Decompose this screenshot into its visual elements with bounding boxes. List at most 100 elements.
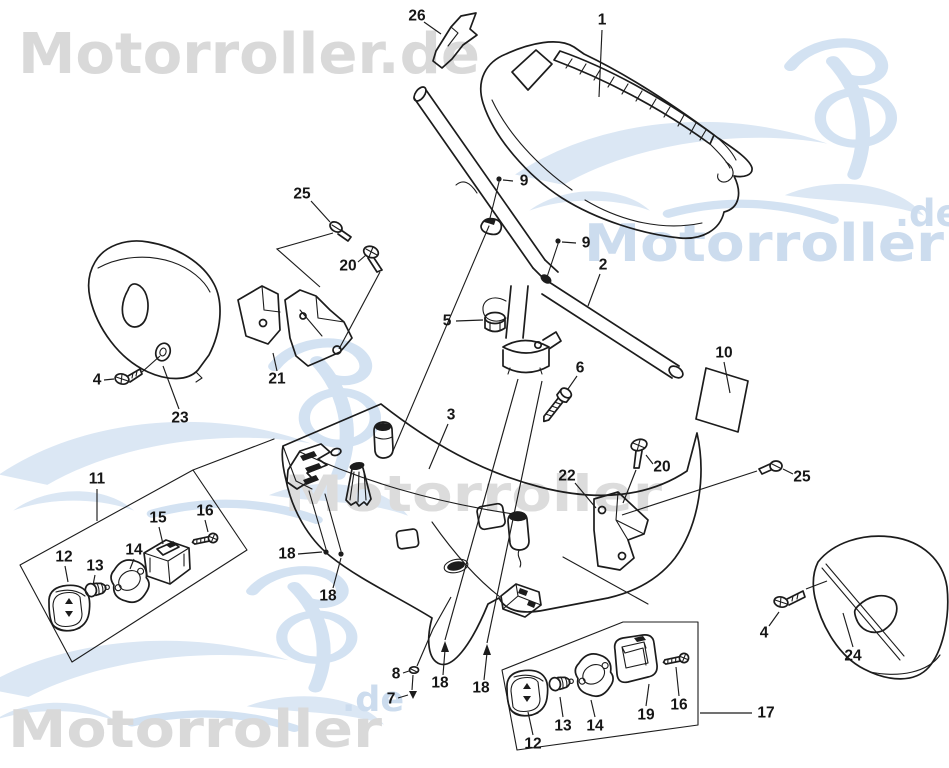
callout-16-right: 16 [670,697,688,714]
watermark-text-mid-right: Motorroller [584,214,944,274]
callout-12-right: 12 [524,736,541,753]
part-13-bulb-left [83,579,112,599]
part-20-screw-right [622,438,648,504]
callout-26: 26 [408,8,426,25]
callout-9-lower: 9 [582,235,591,252]
part-17-switch-assembly-box [501,556,699,751]
part-20-screw-left [338,245,383,350]
callout-9-upper: 9 [520,173,529,190]
leader-line-12-right [527,711,534,736]
part-9-cable-clips [392,176,561,452]
leader-line-13-left [92,574,96,586]
leader-line-10 [723,361,731,394]
part-26-cover-clip [432,12,478,69]
watermark-text-center: Motorroller [284,465,662,523]
callout-21: 21 [268,371,286,388]
leader-arrow-18-c [441,641,449,652]
callout-10: 10 [715,345,732,362]
callout-4-right: 4 [760,625,769,642]
leader-arrow-18-d [483,644,491,655]
part-16-screw-right [661,651,691,668]
callout-3: 3 [447,407,456,424]
callout-6: 6 [576,360,585,377]
part-24-right-hand-guard [812,535,949,680]
callout-14-left: 14 [125,542,143,559]
callout-19: 19 [637,707,655,724]
watermark-text-bottom-left: Motorroller [8,700,382,760]
watermark-layer: Motorroller.de Motorroller .de Motorroll… [0,22,949,760]
part-14-gasket-right [573,651,616,699]
leader-line-18-c [442,649,446,676]
part-12-switch-knob-left [48,584,91,632]
callout-25-right: 25 [793,469,811,486]
callout-20-right: 20 [653,459,670,476]
part-8-screw [408,596,452,675]
leader-line-22 [574,482,597,509]
leader-line-25-right [782,468,794,475]
part-2-handlebar-tube [413,86,684,379]
leader-line-4-left [103,378,115,381]
leader-line-15 [158,526,164,545]
part-16-screw-left [190,531,220,548]
leader-line-24 [842,612,854,648]
callout-13-right: 13 [554,718,572,735]
callout-22: 22 [558,468,575,485]
callout-18-c: 18 [431,675,449,692]
callout-17: 17 [757,705,774,722]
leader-line-26 [423,21,442,35]
watermark-text-top-left: Motorroller.de [18,22,480,87]
callout-18-d: 18 [472,680,490,697]
leader-line-16-left [204,519,209,533]
watermark-suffix-bottom-left: .de [342,680,404,720]
leader-line-13-right [559,696,564,718]
watermark-suffix-mid-right: .de [895,192,949,235]
callout-24: 24 [844,648,862,665]
part-7-pin [409,674,417,699]
callout-23: 23 [171,410,189,427]
callout-15: 15 [149,510,167,527]
part-11-switch-assembly-box [19,438,275,663]
part-23-left-hand-guard [87,240,221,383]
leader-line-1 [598,29,603,98]
part-1-upper-handlebar-cover [479,41,753,240]
leader-line-18-d [483,652,488,681]
leader-line-20-left [357,254,367,263]
leader-line-18-b [332,557,342,589]
leader-line-21 [272,352,278,372]
leader-line-18-a [297,551,323,555]
part-15-switch-housing [143,539,191,585]
callout-12-left: 12 [55,549,72,566]
part-4-screw-left [114,355,161,386]
part-22-right-bracket [593,491,649,571]
part-4-screw-right [773,580,828,609]
leader-line-18-d [486,380,543,644]
leader-line-12-left [64,565,69,583]
callout-7: 7 [387,691,396,708]
callout-11: 11 [89,471,106,488]
leader-line-14-right [590,699,596,718]
callout-5: 5 [443,313,452,330]
part-25-screw-right [621,460,783,516]
leader-line-7 [397,694,409,699]
leader-line-9-lower [561,241,577,244]
leader-line-8 [402,670,410,674]
part-6-clamp-and-bolt [502,331,573,423]
leader-line-19 [645,683,650,707]
callout-18-a: 18 [278,546,296,563]
callout-13-left: 13 [86,558,104,575]
leader-line-23 [162,365,180,410]
part-13-bulb-right [547,673,576,693]
callout-14-right: 14 [586,718,604,735]
part-25-screw-left [275,221,352,288]
part-12-switch-knob-right [506,669,549,717]
callout-1: 1 [598,12,607,29]
leader-line-16-right [675,666,680,697]
callout-8: 8 [392,666,401,683]
leader-line-2 [587,273,601,307]
leader-line-5 [455,319,484,322]
leader-line-25-left [310,200,331,223]
callout-4-left: 4 [93,372,102,389]
part-5-nut [484,311,506,333]
